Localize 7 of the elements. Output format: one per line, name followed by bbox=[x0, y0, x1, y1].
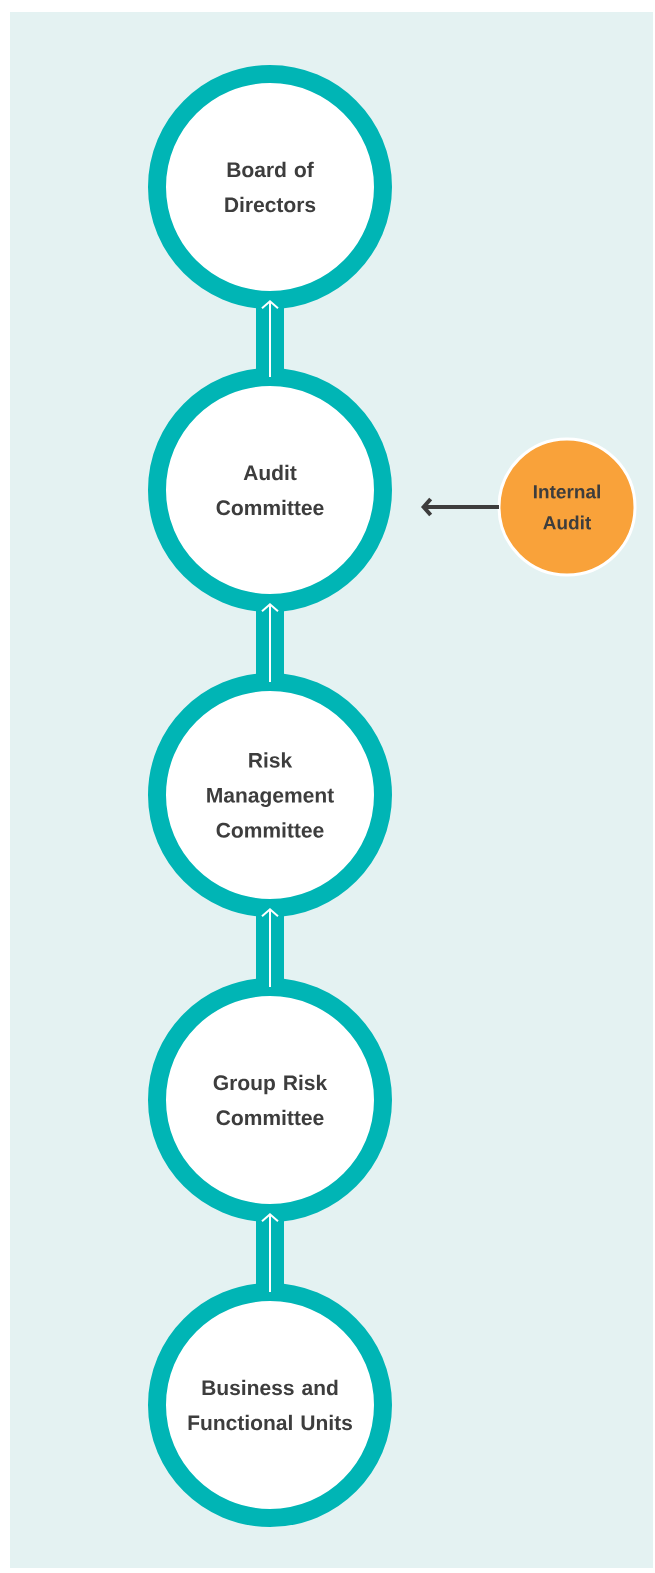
circle-node: Business and Functional Units bbox=[148, 1283, 392, 1527]
arrow bbox=[421, 497, 499, 517]
connector-arrow bbox=[256, 908, 284, 988]
connector-arrow bbox=[256, 1213, 284, 1293]
circle-node: Internal Audit bbox=[497, 437, 637, 577]
connector-arrow bbox=[256, 603, 284, 683]
connector-arrow bbox=[256, 300, 284, 378]
